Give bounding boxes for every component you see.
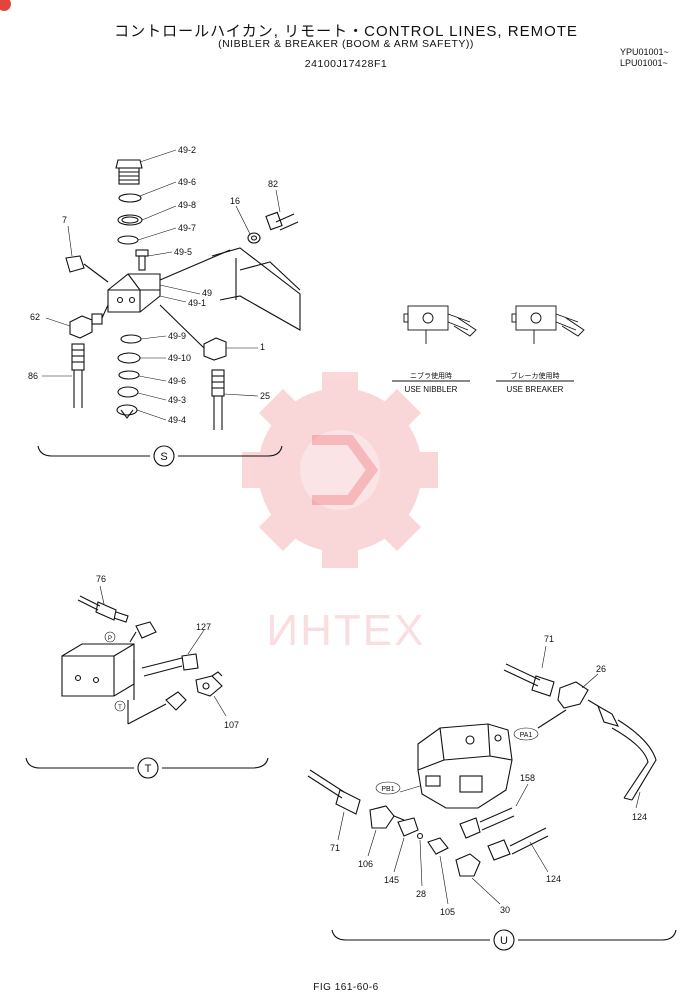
part-label: 106 [358, 859, 373, 869]
part-label: 49-4 [168, 415, 186, 425]
part-label: 158 [520, 773, 535, 783]
nibbler-breaker-views [392, 305, 585, 382]
page-title: コントロールハイカン, リモート・CONTROL LINES, REMOTE [114, 23, 578, 40]
part-label: 49-8 [178, 200, 196, 210]
watermark-text: ИНТЕХ [267, 606, 426, 655]
nibbler-caption-jp: ニブラ使用時 [410, 371, 452, 380]
section-s-labels: 49-2 49-6 49-8 49-7 49-5 49 49-1 49-9 49… [28, 145, 278, 425]
part-label: 49-2 [178, 145, 196, 155]
port-pb1-label: PB1 [381, 786, 394, 793]
part-label: 49-3 [168, 395, 186, 405]
figure-number: FIG 161-60-6 [313, 982, 379, 993]
part-label: 105 [440, 907, 455, 917]
part-label: 71 [330, 843, 340, 853]
part-label: 49-7 [178, 223, 196, 233]
part-label: 28 [416, 889, 426, 899]
page-subtitle: (NIBBLER & BREAKER (BOOM & ARM SAFETY)) [218, 38, 474, 50]
part-label: 49-6 [168, 376, 186, 386]
part-label: 82 [268, 179, 278, 189]
part-label: 76 [96, 574, 106, 584]
section-u-marker: U [500, 935, 508, 947]
section-u-frame [331, 929, 677, 951]
section-t-frame [25, 757, 269, 779]
watermark-gear-icon [242, 372, 438, 568]
part-label: 25 [260, 391, 270, 401]
corner-badge-icon [0, 0, 11, 11]
part-label: 49-5 [174, 247, 192, 257]
section-u-drawing [307, 663, 657, 877]
breaker-caption-jp: ブレーカ使用時 [511, 371, 560, 380]
part-number: 24100J17428F1 [304, 58, 388, 70]
part-label: 7 [62, 215, 67, 225]
part-label: 107 [224, 720, 239, 730]
part-label: 1 [260, 342, 265, 352]
part-label: 49-10 [168, 353, 191, 363]
part-label: 124 [632, 812, 647, 822]
port-pa1-label: PA1 [520, 732, 533, 739]
part-label: 124 [546, 874, 561, 884]
port-p-label: P [108, 636, 112, 642]
part-label: 127 [196, 622, 211, 632]
section-s-marker: S [160, 451, 167, 463]
part-label: 26 [596, 664, 606, 674]
part-label: 16 [230, 196, 240, 206]
nibbler-caption: USE NIBBLER [405, 385, 458, 394]
part-label: 49 [202, 288, 212, 298]
part-label: 30 [500, 905, 510, 915]
part-label: 86 [28, 371, 38, 381]
part-label: 145 [384, 875, 399, 885]
part-label: 49-9 [168, 331, 186, 341]
section-t-drawing [61, 595, 223, 725]
serial-range-ypu: YPU01001~ [620, 47, 669, 57]
breaker-caption: USE BREAKER [507, 385, 564, 394]
part-label: 49-1 [188, 298, 206, 308]
part-label: 62 [30, 312, 40, 322]
serial-range-lpu: LPU01001~ [620, 58, 668, 68]
part-label: 49-6 [178, 177, 196, 187]
section-t-marker: T [145, 763, 152, 775]
part-label: 71 [544, 634, 554, 644]
section-s-frame [37, 445, 283, 467]
port-t-label: T [118, 705, 122, 711]
